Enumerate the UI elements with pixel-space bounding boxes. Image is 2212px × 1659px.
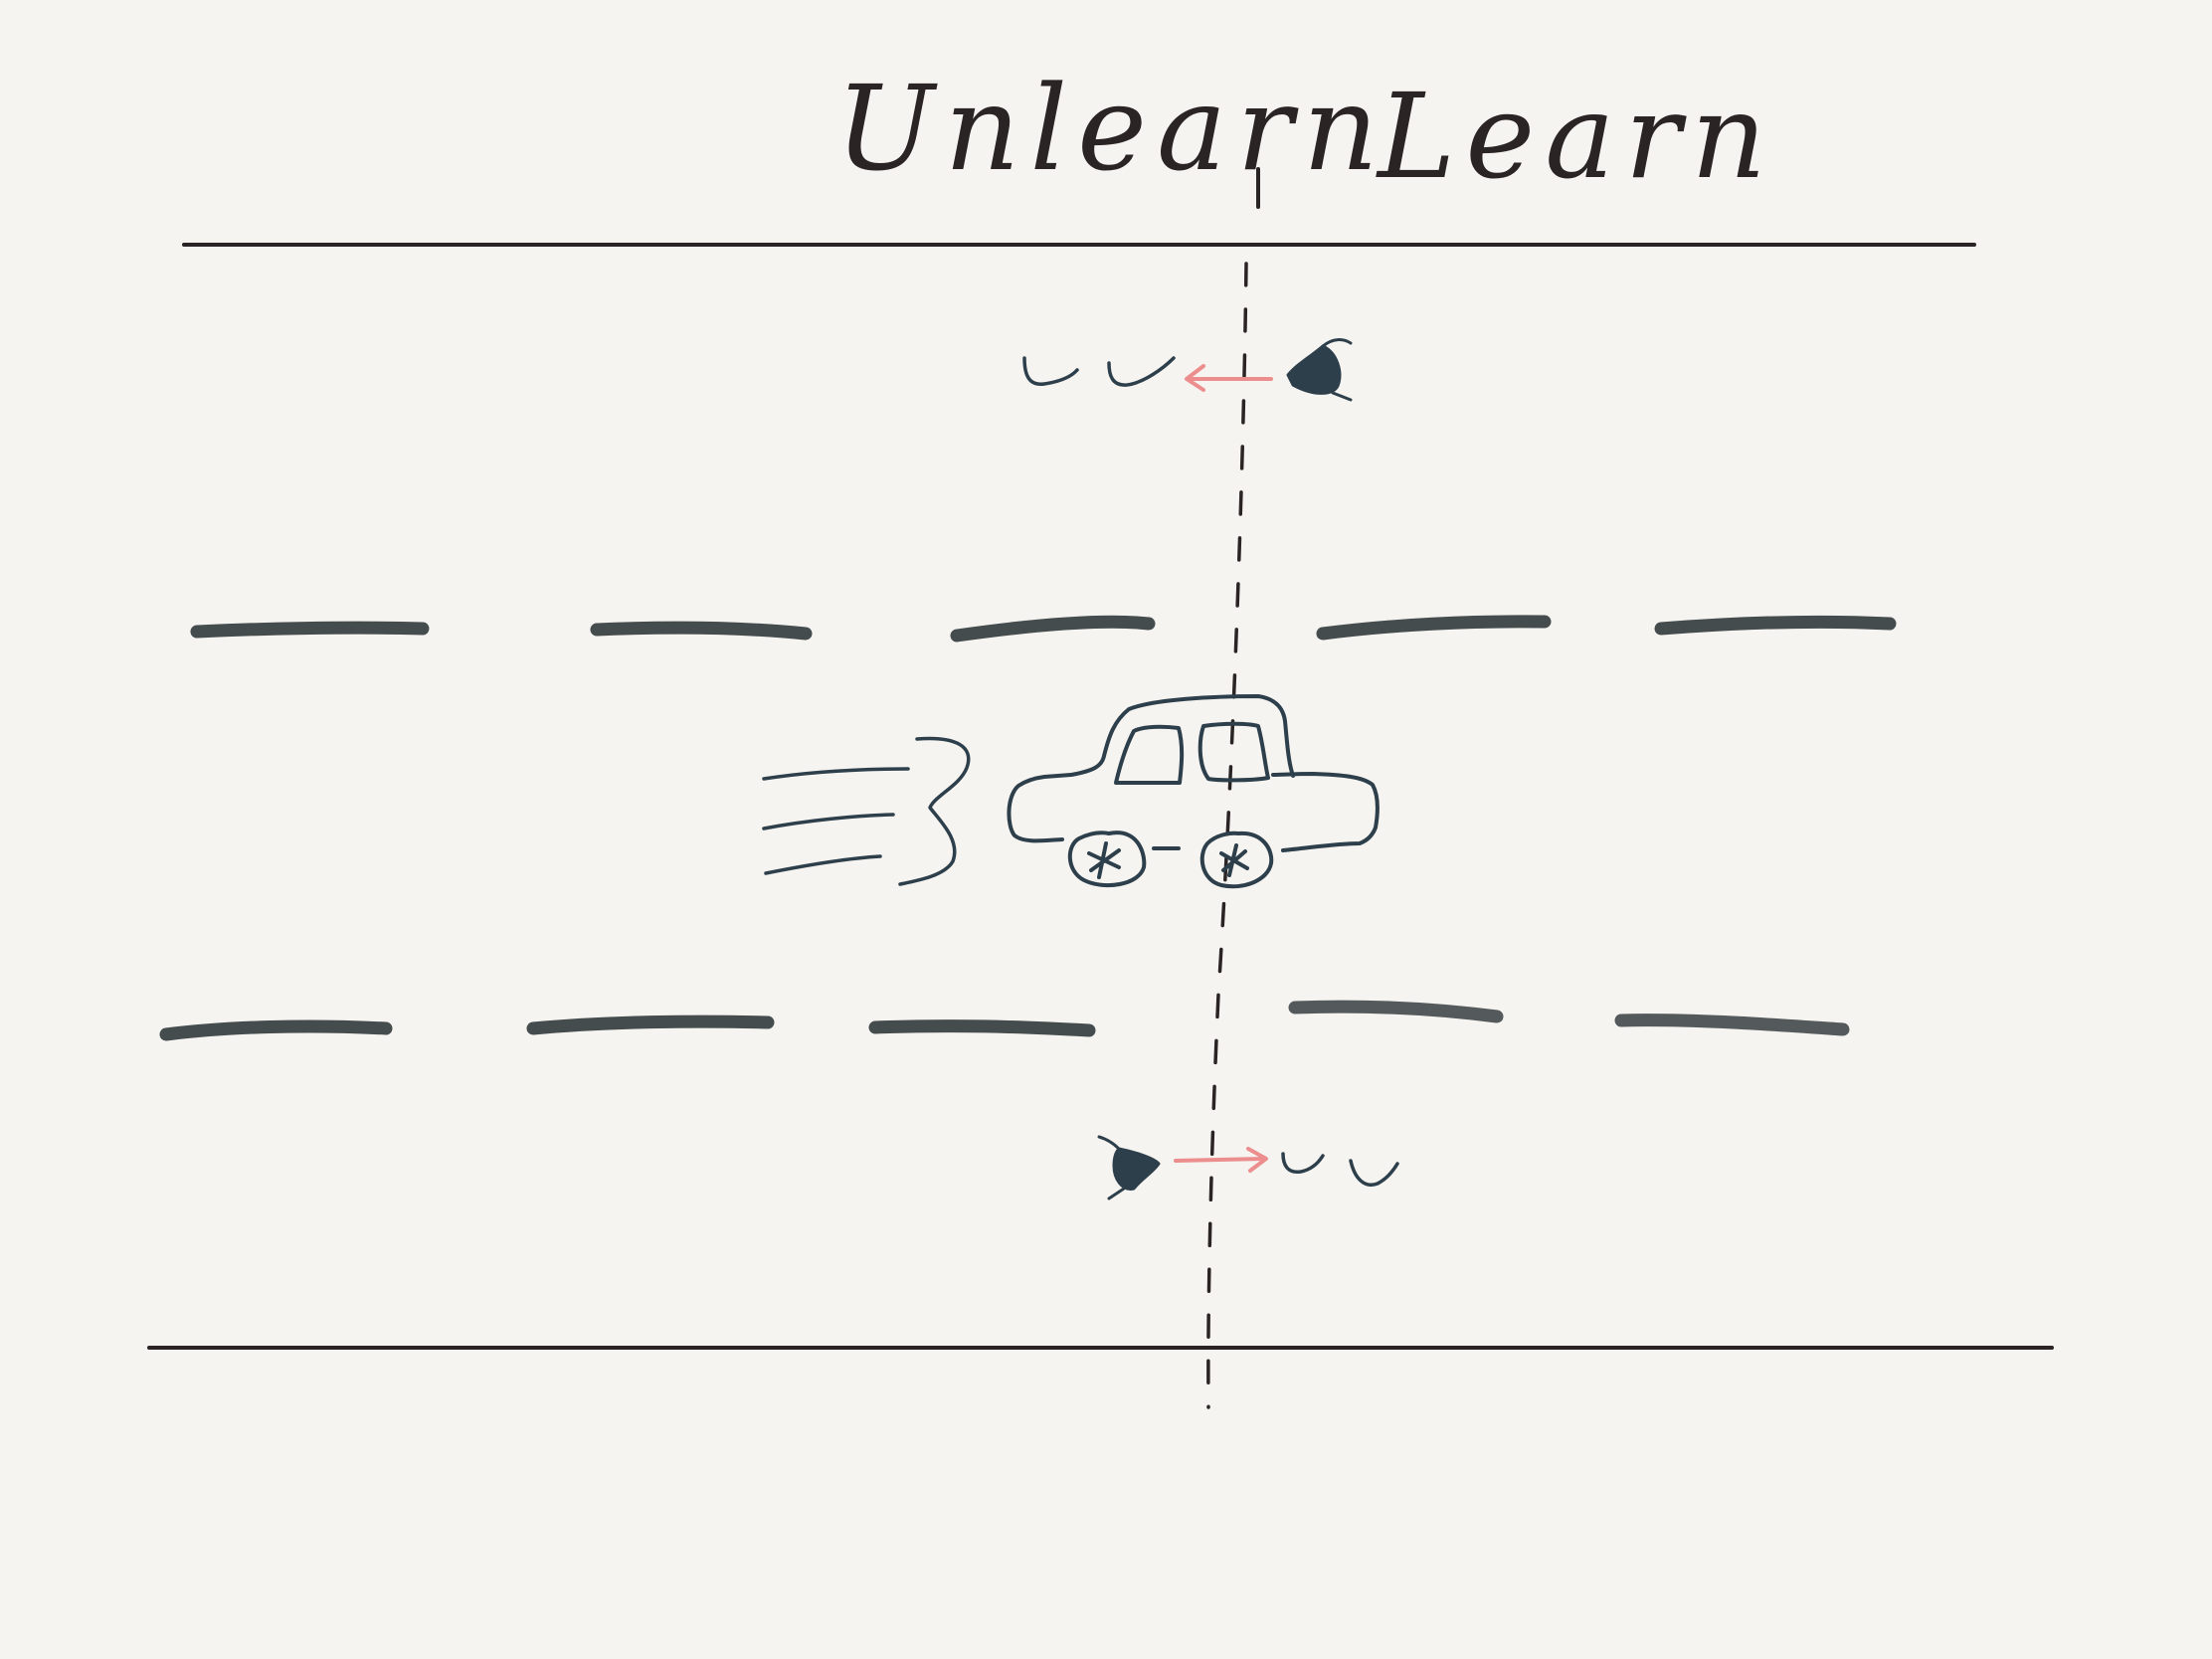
- speed-line: [762, 813, 895, 830]
- water-drop-icon: [1112, 1147, 1161, 1191]
- speed-line: [762, 767, 910, 781]
- drop-tail: [1321, 338, 1353, 402]
- car-wheel-rear: [1067, 830, 1147, 888]
- lane-dash: [190, 621, 430, 639]
- lane-dash: [1288, 1000, 1504, 1023]
- wheel-hub-front: [1219, 843, 1249, 877]
- lane-markings-upper: [190, 615, 1897, 643]
- lane-dash: [1614, 1014, 1850, 1036]
- ripple-mark: [1022, 356, 1079, 386]
- lane-dash: [1654, 615, 1897, 636]
- ripple-mark: [1349, 1159, 1399, 1187]
- lane-dash: [1316, 615, 1552, 641]
- water-drop-icon: [1286, 344, 1342, 395]
- lane-dash: [590, 621, 813, 641]
- upper-figure: [1022, 338, 1353, 402]
- lane-markings-lower: [159, 1000, 1850, 1041]
- car-icon: [1007, 694, 1380, 889]
- ripple-mark: [1107, 356, 1176, 387]
- lane-dash: [159, 1019, 393, 1041]
- arrow-left: [1185, 364, 1273, 392]
- lane-dash: [868, 1019, 1096, 1037]
- ripple-mark: [1281, 1152, 1325, 1175]
- speed-line: [764, 854, 882, 875]
- car-cabin: [1069, 694, 1295, 778]
- learn-label: Learn: [1378, 68, 1776, 205]
- speed-lines-icon: [762, 736, 971, 886]
- lane-dash: [950, 615, 1156, 643]
- car-window-rear: [1114, 724, 1185, 785]
- wheel-hub-rear: [1087, 841, 1121, 879]
- drop-tail: [1097, 1135, 1126, 1200]
- unlearn-label: Unlearn: [835, 60, 1388, 197]
- car-body: [1007, 772, 1380, 852]
- car-window-front: [1198, 721, 1270, 783]
- arrow-right: [1174, 1147, 1268, 1173]
- speed-bracket: [898, 736, 971, 886]
- lane-dash: [526, 1014, 775, 1035]
- car-wheel-front: [1199, 830, 1274, 889]
- lower-figure: [1097, 1135, 1399, 1200]
